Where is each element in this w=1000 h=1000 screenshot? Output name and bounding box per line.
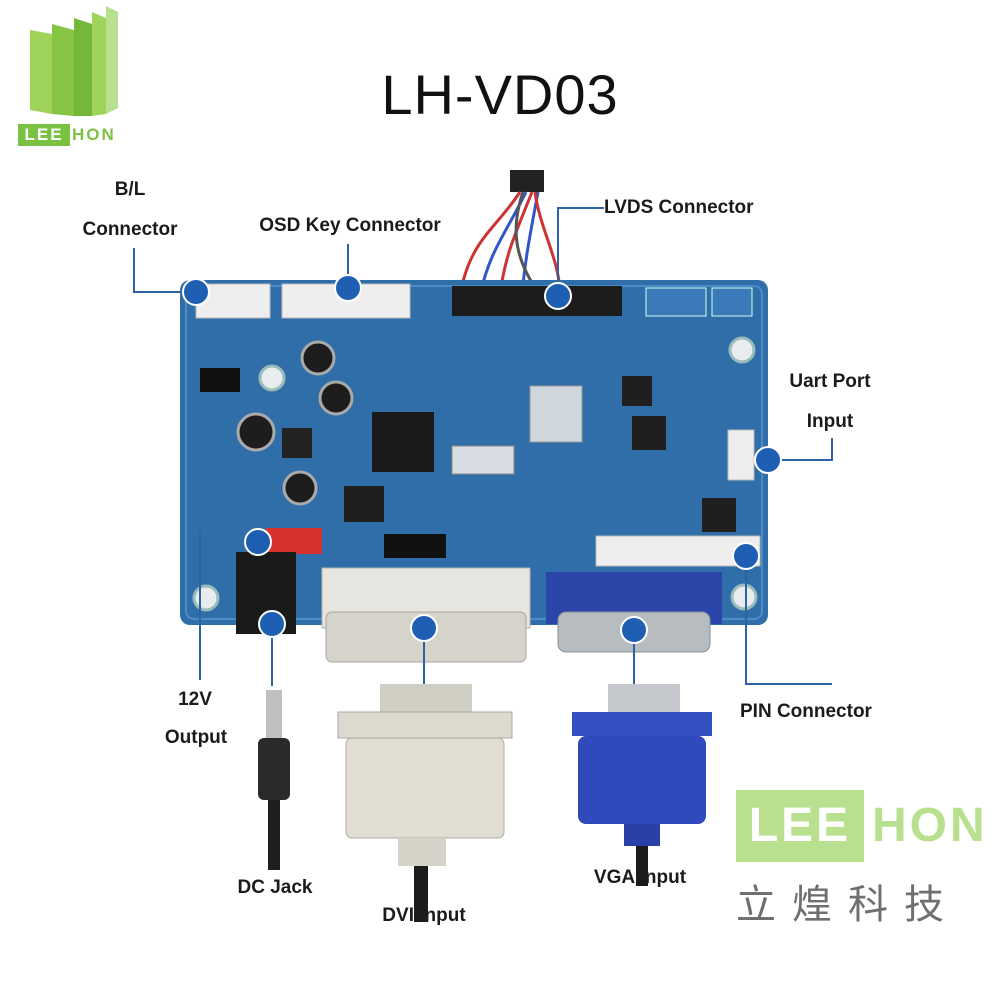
vga-input-label: VGA Input <box>593 867 687 888</box>
callout-dots <box>182 274 782 644</box>
logo-lee-text: LEE <box>18 124 70 146</box>
leehon-logo-mark <box>30 6 118 116</box>
bl-connector-label-line1: B/L <box>114 179 146 200</box>
diagram-title: LH-VD03 <box>381 63 619 126</box>
dvi-input-label: DVI Input <box>382 905 466 926</box>
dvi-plug-illustration <box>337 684 513 922</box>
pin-connector-label: PIN Connector <box>740 701 872 722</box>
pcb-board <box>180 280 768 663</box>
dc-plug-illustration <box>258 690 290 870</box>
uart-port-label-line1: Uart Port <box>789 371 871 392</box>
watermark-chinese-text: 立煌科技 <box>736 882 960 928</box>
output-12v-label-line2: Output <box>164 727 228 748</box>
bl-connector-label-line2: Connector <box>82 219 178 240</box>
vga-plug-illustration <box>572 684 712 886</box>
uart-port-label-line2: Input <box>806 411 854 432</box>
output-12v-label-line1: 12V <box>178 689 212 710</box>
osd-key-connector-label: OSD Key Connector <box>259 215 441 236</box>
lvds-connector-label: LVDS Connector <box>604 197 754 218</box>
logo-hon-text: HON <box>72 125 116 144</box>
watermark-hon-text: HON <box>872 799 988 852</box>
watermark-lee-text: LEE <box>736 790 864 862</box>
lvds-cable <box>458 170 562 296</box>
dc-jack-label: DC Jack <box>237 877 313 898</box>
